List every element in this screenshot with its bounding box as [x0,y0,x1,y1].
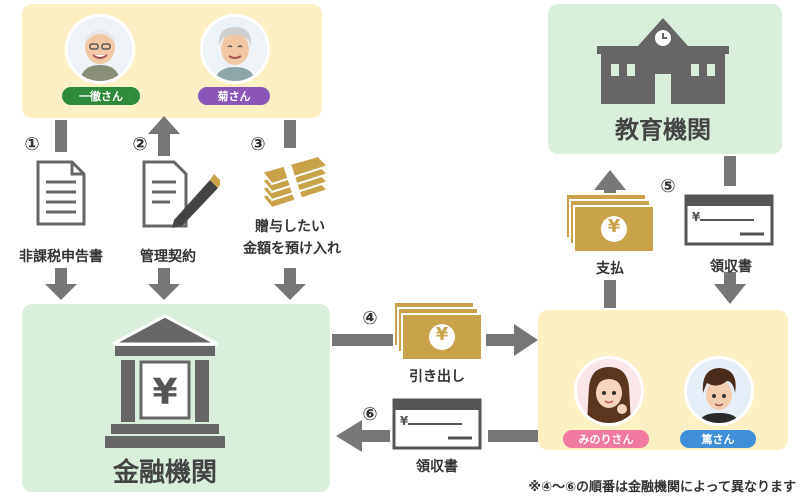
grandson-name-badge: 篤さん [680,430,756,448]
contract-pen-icon [142,160,220,228]
step3-label-line1: 贈与したい [255,219,325,235]
receipt-label: 領収書 [710,259,752,275]
receipt6-yen-symbol: ¥ [399,414,409,428]
payment-label: 支払 [596,261,624,277]
step3-number: ③ [250,134,266,155]
step2-number: ② [132,134,148,155]
receipt5-yen-symbol: ¥ [691,210,701,224]
grandmother-name-badge: 菊さん [198,87,270,105]
granddaughter-avatar [574,356,644,426]
granddaughter-name-badge: みのりさん [563,430,649,448]
step4-label: 引き出し [409,369,465,385]
receipt-icon-step6 [392,398,482,450]
grandson-avatar [684,356,754,426]
payment-banknotes-icon [565,193,655,253]
school-building-icon [597,18,729,104]
document-icon [36,160,86,226]
banknote-yen-symbol: ¥ [435,324,449,345]
step5-number: ⑤ [660,176,676,197]
school-label: 教育機関 [615,116,711,144]
bank-label: 金融機関 [112,458,217,488]
bank-building-icon [105,314,225,448]
step3-label-line2: 金額を預け入れ [243,241,341,257]
grandfather-name-badge: 一徹さん [62,87,140,105]
step6-number: ⑥ [362,404,378,425]
grandfather-avatar [65,14,135,84]
step2-label: 管理契約 [140,249,196,265]
order-note: ※④〜⑥の順番は金融機関によって異なります [528,480,796,495]
money-stack-icon [260,154,330,210]
step1-number: ① [24,134,40,155]
step1-label: 非課税申告書 [19,249,103,265]
step6-label: 領収書 [416,459,458,475]
receipt-icon-step5 [684,194,774,246]
payment-yen-symbol: ¥ [607,216,621,237]
banknotes-icon [393,301,483,361]
bank-yen-symbol: ¥ [152,372,178,413]
grandmother-avatar [200,14,270,84]
step4-number: ④ [362,308,378,329]
